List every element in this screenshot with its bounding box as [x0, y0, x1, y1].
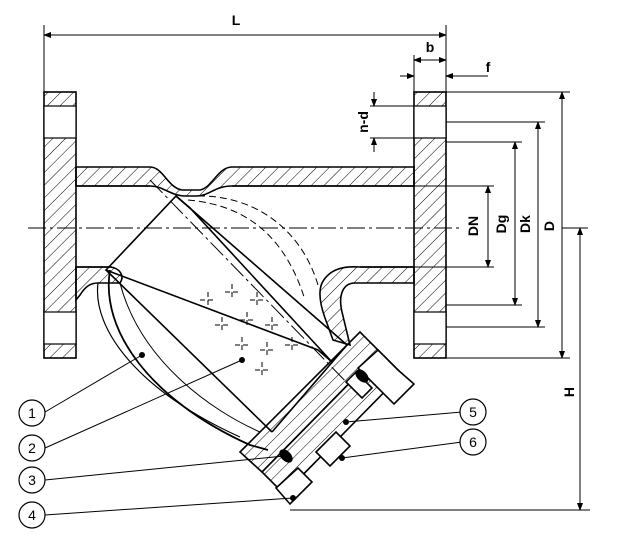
dim-DN-label: DN — [465, 216, 481, 236]
gasket-upper — [355, 369, 369, 383]
screen-dashed-outline — [187, 195, 319, 301]
right-bolt-hole-top — [413, 105, 447, 139]
gasket-lower — [279, 449, 293, 463]
dim-n-d-label: n-d — [355, 111, 371, 133]
left-bolt-hole-top — [43, 105, 77, 139]
dim-D-label: D — [541, 221, 557, 231]
callout-2: 2 — [18, 434, 46, 462]
cover-nut — [314, 430, 352, 468]
body-top-wall — [75, 166, 415, 197]
body-bottom-left-wall — [75, 266, 123, 303]
dim-f-label: f — [486, 59, 491, 75]
strainer-chamber-inner — [96, 282, 241, 438]
strainer-chamber-liner — [119, 282, 261, 433]
bolt-holes — [43, 105, 447, 345]
dim-L-label: L — [232, 12, 241, 28]
callout-5: 5 — [459, 398, 487, 426]
dim-Dk-label: Dk — [517, 215, 533, 233]
dimension-lines — [43, 25, 590, 511]
center-lines — [28, 179, 462, 389]
stud-head — [344, 370, 374, 400]
gaskets — [279, 369, 369, 463]
cover-assembly — [238, 330, 416, 506]
bore-lines — [76, 185, 414, 268]
callout-dots — [139, 352, 349, 501]
valve-body — [43, 91, 447, 359]
cover-bolt-head — [356, 348, 416, 406]
body-bottom-right-wall — [319, 265, 415, 347]
dim-Dg-label: Dg — [493, 215, 509, 234]
callout-3: 3 — [18, 466, 46, 494]
callout-3-label: 3 — [28, 472, 36, 488]
callout-6: 6 — [459, 428, 487, 456]
screen-mesh — [200, 284, 300, 378]
callout-6-label: 6 — [469, 434, 477, 450]
callout-2-label: 2 — [28, 440, 36, 456]
callout-1: 1 — [18, 399, 46, 427]
dimension-labels: L b f n-d DN Dg Dk D H — [232, 12, 577, 397]
callout-leaders — [44, 354, 463, 516]
callout-4-label: 4 — [28, 507, 36, 523]
callout-5-label: 5 — [469, 404, 477, 420]
callout-1-label: 1 — [28, 405, 36, 421]
strainer-chamber-outer — [107, 269, 269, 451]
right-bolt-hole-bottom — [413, 311, 447, 345]
dim-H-label: H — [561, 387, 577, 397]
dim-b-label: b — [426, 39, 435, 55]
left-bolt-hole-bottom — [43, 311, 77, 345]
callout-4: 4 — [18, 501, 46, 529]
